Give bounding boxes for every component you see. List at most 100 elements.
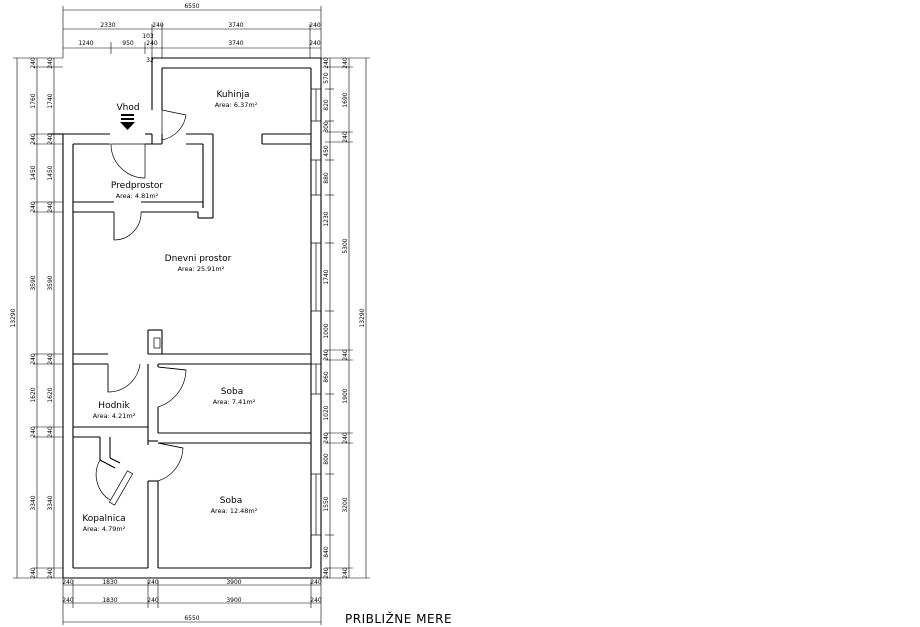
dim-bot-r2-4: 240 bbox=[310, 597, 322, 604]
dim-left-j-1: 1740 bbox=[47, 93, 54, 108]
dim-left-i-0: 240 bbox=[30, 57, 37, 69]
dim-right-r-0: 240 bbox=[342, 57, 349, 69]
dim-top-r2-1: 950 bbox=[122, 40, 134, 47]
dim-right-outer: 13290 bbox=[359, 308, 366, 327]
dim-right-w-7: 1740 bbox=[323, 269, 330, 284]
dim-top-total: 6550 bbox=[184, 3, 199, 10]
dim-bot-r1-1: 1830 bbox=[102, 579, 117, 586]
doors bbox=[95, 109, 187, 506]
dim-bot-r1-2: 240 bbox=[147, 579, 159, 586]
dim-right-w-2: 820 bbox=[323, 99, 330, 111]
dim-left-i-6: 240 bbox=[30, 353, 37, 365]
dim-left-j-3: 1450 bbox=[47, 165, 54, 180]
dim-bot-r2-0: 240 bbox=[62, 597, 74, 604]
dim-top-small: 32 bbox=[146, 57, 154, 64]
dim-left-i-3: 1450 bbox=[30, 165, 37, 180]
dim-right-w-13: 800 bbox=[323, 453, 330, 465]
dim-left-i-8: 240 bbox=[30, 426, 37, 438]
dim-top-r2-0: 1240 bbox=[78, 40, 93, 47]
room-name-hodnik: Hodnik bbox=[98, 401, 130, 411]
dim-right-w-12: 240 bbox=[323, 432, 330, 444]
room-name-kopalnica: Kopalnica bbox=[82, 514, 125, 524]
room-area-soba-1: Area: 7.41m² bbox=[213, 398, 256, 406]
room-area-dnevni-prostor: Area: 25.91m² bbox=[178, 265, 225, 273]
windows bbox=[310, 88, 322, 536]
dim-bot-r1-3: 3900 bbox=[226, 579, 241, 586]
room-area-hodnik: Area: 4.21m² bbox=[93, 412, 136, 420]
dim-left-i-5: 3590 bbox=[30, 275, 37, 290]
left-dimensions: 13290 240 1760 240 1450 240 3590 240 162… bbox=[10, 57, 63, 579]
dim-right-w-15: 840 bbox=[323, 546, 330, 558]
dim-right-r-2: 240 bbox=[342, 131, 349, 143]
room-name-predprostor: Predprostor bbox=[111, 181, 163, 191]
dim-left-j-6: 240 bbox=[47, 353, 54, 365]
dim-top-r1-0: 2330 bbox=[100, 22, 115, 29]
bottom-dimensions: 240 1830 240 3900 240 240 1830 240 3900 … bbox=[62, 578, 322, 625]
dim-right-w-8: 1000 bbox=[323, 323, 330, 338]
dim-left-j-7: 1620 bbox=[47, 387, 54, 402]
entrance-marker: Vhod bbox=[116, 103, 140, 130]
room-name-soba-2: Soba bbox=[220, 496, 242, 506]
dim-right-w-11: 1020 bbox=[323, 405, 330, 420]
dim-left-i-4: 240 bbox=[30, 201, 37, 213]
approximate-dimensions-note: PRIBLIŽNE MERE bbox=[345, 611, 452, 626]
dim-bot-r1-4: 240 bbox=[310, 579, 322, 586]
room-labels: Kuhinja Area: 6.37m² Predprostor Area: 4… bbox=[82, 90, 257, 533]
dim-top-r2-3: 240 bbox=[146, 40, 158, 47]
dim-left-j-10: 240 bbox=[47, 567, 54, 579]
dim-top-r2-4: 3740 bbox=[228, 40, 243, 47]
dim-top-r1-1: 240 bbox=[152, 22, 164, 29]
dim-right-w-1: 570 bbox=[323, 72, 330, 84]
dim-left-j-9: 3340 bbox=[47, 495, 54, 510]
dim-top-r1-2: 3740 bbox=[228, 22, 243, 29]
dim-bot-r1-0: 240 bbox=[62, 579, 74, 586]
dim-left-j-5: 3590 bbox=[47, 275, 54, 290]
dim-top-r1-3: 240 bbox=[309, 22, 321, 29]
dim-left-j-2: 240 bbox=[47, 133, 54, 145]
entrance-label: Vhod bbox=[116, 103, 139, 113]
dim-right-w-0: 240 bbox=[323, 57, 330, 69]
room-area-kuhinja: Area: 6.37m² bbox=[215, 101, 258, 109]
dim-right-w-5: 880 bbox=[323, 172, 330, 184]
arrow-down-icon bbox=[120, 122, 135, 130]
dim-top-r2-2: 103 bbox=[142, 33, 154, 40]
dim-left-i-2: 240 bbox=[30, 133, 37, 145]
dim-right-w-16: 240 bbox=[323, 567, 330, 579]
dim-right-r-7: 3200 bbox=[342, 497, 349, 512]
top-dimensions: 6550 2330 240 3740 240 1240 950 103 240 … bbox=[62, 3, 322, 64]
dim-right-r-4: 240 bbox=[342, 349, 349, 361]
room-area-predprostor: Area: 4.81m² bbox=[116, 192, 159, 200]
dim-left-outer: 13290 bbox=[10, 308, 17, 327]
dim-bot-r2-3: 3900 bbox=[226, 597, 241, 604]
dim-top-r2-5: 240 bbox=[309, 40, 321, 47]
dim-right-w-6: 1230 bbox=[323, 211, 330, 226]
dim-left-i-1: 1760 bbox=[30, 93, 37, 108]
dim-bot-total: 6550 bbox=[184, 615, 199, 622]
dim-left-i-10: 240 bbox=[30, 567, 37, 579]
dim-left-j-4: 240 bbox=[47, 201, 54, 213]
dim-right-r-5: 1900 bbox=[342, 388, 349, 403]
dim-right-w-4: 450 bbox=[323, 145, 330, 157]
room-name-dnevni-prostor: Dnevni prostor bbox=[165, 254, 232, 264]
dim-right-r-6: 240 bbox=[342, 432, 349, 444]
dim-right-r-3: 5300 bbox=[342, 238, 349, 253]
room-name-soba-1: Soba bbox=[221, 387, 243, 397]
right-dimensions: 240 570 820 300 450 880 1230 1740 1000 2… bbox=[321, 57, 370, 579]
dim-right-w-10: 860 bbox=[323, 371, 330, 383]
dim-right-r-1: 1690 bbox=[342, 92, 349, 107]
room-area-kopalnica: Area: 4.79m² bbox=[83, 525, 126, 533]
dim-left-i-7: 1620 bbox=[30, 387, 37, 402]
dim-right-w-9: 240 bbox=[323, 349, 330, 361]
room-name-kuhinja: Kuhinja bbox=[216, 90, 249, 100]
room-area-soba-2: Area: 12.48m² bbox=[211, 507, 258, 515]
dim-right-w-3: 300 bbox=[323, 121, 330, 133]
dim-right-r-8: 240 bbox=[342, 567, 349, 579]
dim-bot-r2-2: 240 bbox=[147, 597, 159, 604]
dim-left-j-8: 240 bbox=[47, 426, 54, 438]
dim-left-i-9: 3340 bbox=[30, 495, 37, 510]
dim-right-w-14: 1550 bbox=[323, 496, 330, 511]
dim-left-j-0: 240 bbox=[47, 57, 54, 69]
dim-bot-r2-1: 1830 bbox=[102, 597, 117, 604]
walls bbox=[48, 57, 322, 579]
